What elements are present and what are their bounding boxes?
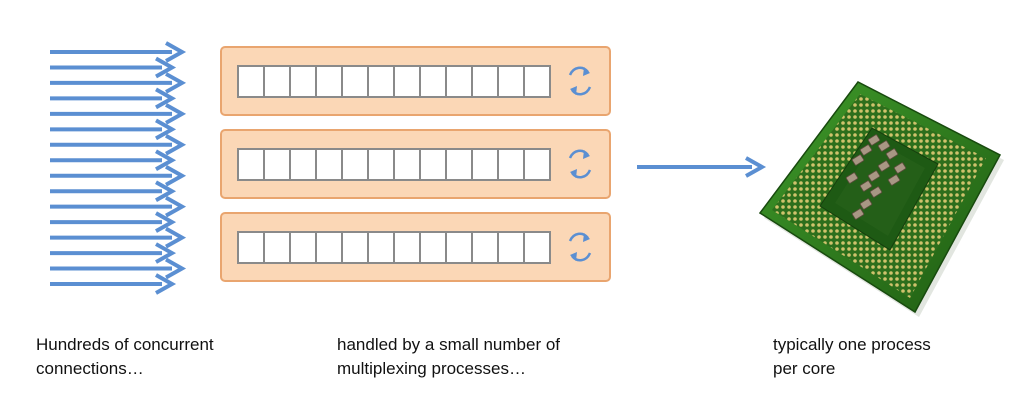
queue-slot xyxy=(367,231,395,264)
queue-slot xyxy=(445,65,473,98)
queue-slot xyxy=(497,231,525,264)
queue-slot xyxy=(471,65,499,98)
process-bar xyxy=(220,129,611,199)
incoming-connection-arrow xyxy=(50,87,177,110)
queue-slot xyxy=(419,231,447,264)
chip-component xyxy=(869,186,883,198)
queue-slot xyxy=(237,148,265,181)
caption-connections-line2: connections… xyxy=(36,359,144,378)
incoming-connection-arrow xyxy=(50,273,177,295)
chip-component xyxy=(851,154,865,166)
chip-component xyxy=(877,160,891,172)
queue-slot xyxy=(341,231,369,264)
queue-slot xyxy=(471,148,499,181)
process-bar xyxy=(220,212,611,282)
queue-slot xyxy=(341,148,369,181)
queue-slot xyxy=(419,65,447,98)
caption-cores-line2: per core xyxy=(773,359,836,378)
queue-slot xyxy=(497,65,525,98)
chip-component xyxy=(845,172,859,184)
dispatch-arrow xyxy=(637,156,767,178)
incoming-connection-arrow xyxy=(50,242,177,264)
queue-slot xyxy=(263,148,291,181)
caption-connections-line1: Hundreds of concurrent xyxy=(36,335,214,354)
queue-slot xyxy=(445,148,473,181)
incoming-connection-arrow xyxy=(50,118,177,141)
queue-slot xyxy=(315,231,343,264)
incoming-connection-arrow xyxy=(50,211,177,233)
queue-slot xyxy=(419,148,447,181)
incoming-connection-arrow xyxy=(50,56,177,79)
chip-component xyxy=(867,170,881,182)
queue-slot xyxy=(237,65,265,98)
queue-slot xyxy=(445,231,473,264)
queue-slot xyxy=(289,148,317,181)
queue-slot xyxy=(393,65,421,98)
chip-component xyxy=(859,180,873,192)
queue-slot xyxy=(523,65,551,98)
process-to-cpu-arrow xyxy=(637,156,767,178)
incoming-connection-arrow xyxy=(50,257,187,280)
queue-slot xyxy=(341,65,369,98)
queue-slot xyxy=(315,148,343,181)
caption-cores: typically one process per core xyxy=(773,333,1003,381)
incoming-connection-arrow xyxy=(50,180,177,202)
incoming-connection-arrow xyxy=(50,72,187,94)
queue-slot xyxy=(393,148,421,181)
incoming-connections-arrows xyxy=(50,41,187,295)
incoming-connection-arrow xyxy=(50,41,187,63)
caption-connections: Hundreds of concurrent connections… xyxy=(36,333,296,381)
chip-component xyxy=(859,198,873,210)
queue-slot xyxy=(237,231,265,264)
cycle-arrows-icon xyxy=(568,66,592,96)
queue-slot xyxy=(315,65,343,98)
cpu-chip-icon xyxy=(758,81,1004,317)
queue-slot xyxy=(523,148,551,181)
caption-processes-line2: multiplexing processes… xyxy=(337,359,526,378)
queue-slot xyxy=(497,148,525,181)
queue-slot xyxy=(263,231,291,264)
queue-slot xyxy=(263,65,291,98)
queue-slot xyxy=(523,231,551,264)
chip-component xyxy=(877,140,891,152)
queue-slot xyxy=(471,231,499,264)
caption-cores-line1: typically one process xyxy=(773,335,931,354)
chip-component xyxy=(859,144,873,156)
incoming-connection-arrow xyxy=(50,226,187,249)
cycle-arrows-icon xyxy=(568,232,592,262)
queue-slot xyxy=(289,231,317,264)
queue-slot xyxy=(289,65,317,98)
process-group xyxy=(220,46,611,282)
incoming-connection-arrow xyxy=(50,149,177,172)
incoming-connection-arrow xyxy=(50,164,187,187)
chip-component xyxy=(867,134,881,146)
queue-slot xyxy=(367,65,395,98)
chip-component xyxy=(887,174,901,186)
chip-component xyxy=(851,208,865,220)
incoming-connection-arrow xyxy=(50,103,187,125)
chip-component xyxy=(885,148,899,160)
caption-processes-line1: handled by a small number of xyxy=(337,335,561,354)
cycle-arrows-icon xyxy=(568,149,592,179)
caption-processes: handled by a small number of multiplexin… xyxy=(337,333,637,381)
process-bar xyxy=(220,46,611,116)
incoming-connection-arrow xyxy=(50,134,187,156)
queue-slot xyxy=(393,231,421,264)
queue-slot xyxy=(367,148,395,181)
incoming-connection-arrow xyxy=(50,195,187,218)
chip-component xyxy=(893,162,907,174)
